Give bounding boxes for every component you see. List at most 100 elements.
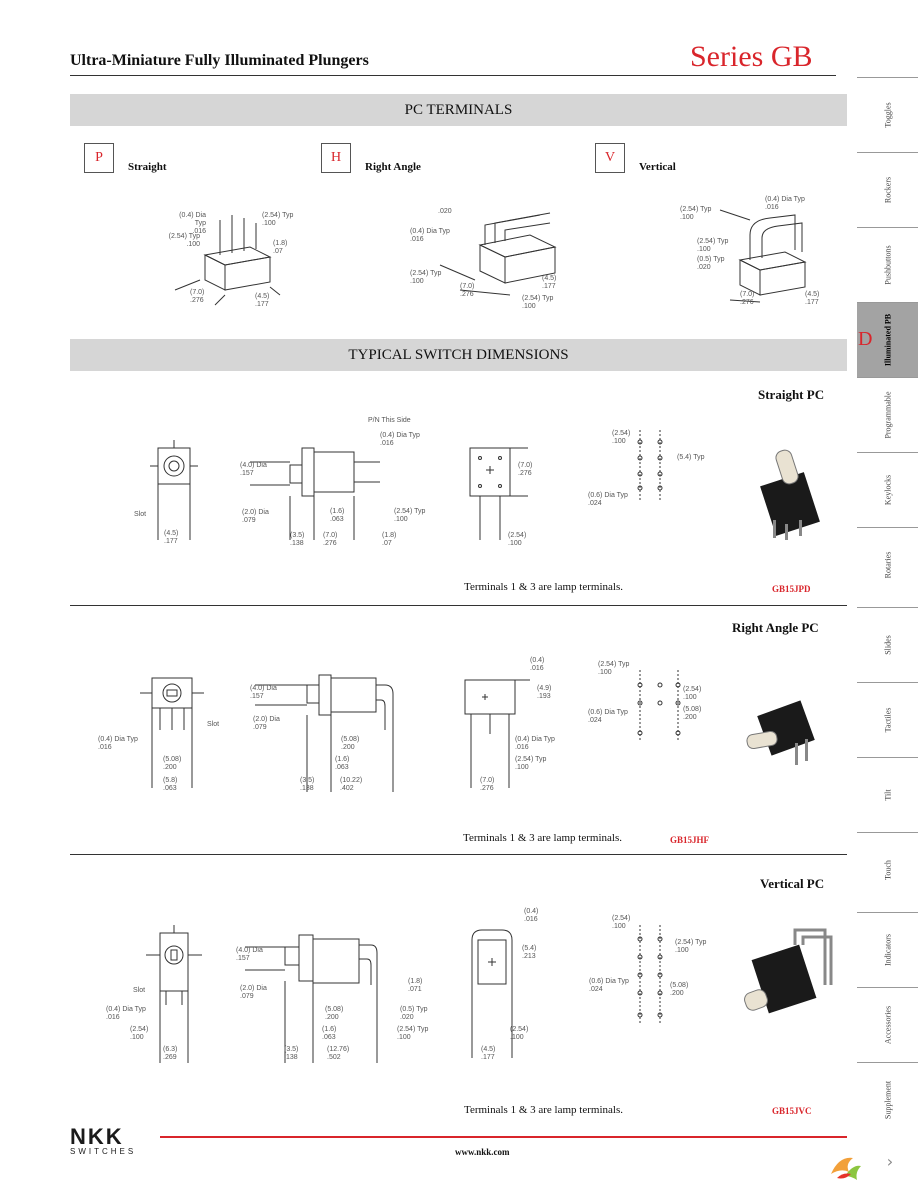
dim-label: .07 — [273, 248, 283, 255]
dim-label: .193 — [537, 693, 551, 700]
side-tab-touch[interactable]: Touch — [857, 832, 918, 908]
dim-label: .100 — [522, 303, 536, 310]
dim-label: (0.6) Dia Typ — [589, 978, 629, 985]
dim-label: (4.5) — [164, 530, 179, 537]
dim-label: Slot — [133, 987, 146, 994]
side-tab-rockers[interactable]: Rockers — [857, 152, 918, 228]
logo-wordmark: NKK — [70, 1124, 124, 1149]
dim-label: .100 — [410, 278, 424, 285]
dim-label: .079 — [242, 517, 256, 524]
dim-label: .402 — [340, 785, 354, 792]
side-tab-rotaries[interactable]: Rotaries — [857, 527, 918, 603]
dim-label: .024 — [589, 986, 603, 993]
dim-label: (2.54) Typ — [262, 212, 294, 219]
right-angle-top-view — [464, 679, 530, 788]
dim-label: .100 — [186, 241, 200, 248]
dim-label: (4.5) — [542, 275, 557, 282]
terminal-code-p: P — [84, 143, 114, 173]
dim-label: (2.54) — [130, 1026, 149, 1033]
vertical-top-view — [471, 929, 513, 1058]
dim-label: .200 — [341, 744, 355, 751]
side-tab-tactiles[interactable]: Tactiles — [857, 682, 918, 758]
side-tab-label: Pushbuttons — [883, 245, 893, 285]
dim-label: P/N This Side — [368, 417, 411, 424]
dim-label: (5.4) — [522, 945, 537, 952]
side-tab-indicators[interactable]: Indicators — [857, 912, 918, 988]
dim-label: (2.54) Typ — [410, 270, 442, 277]
terminal-label-right-angle: Right Angle — [365, 161, 421, 173]
side-tab-label: Programmable — [883, 391, 893, 439]
dim-label: .063 — [330, 516, 344, 523]
logo-subtitle: SWITCHES — [70, 1147, 137, 1156]
dim-label: (4.5) — [255, 293, 270, 300]
section-title-straight: Straight PC — [758, 387, 825, 402]
side-tab-label: Rotaries — [883, 551, 893, 579]
side-tab-label: Slides — [883, 635, 893, 655]
dim-label: (7.0) — [740, 291, 755, 298]
dim-label: (5.08) — [163, 756, 182, 763]
dim-label: (5.08) — [325, 1006, 344, 1013]
dim-label: (2.54) Typ — [397, 1026, 429, 1033]
dim-label: (3.5) — [290, 532, 305, 539]
dim-label: .177 — [542, 283, 556, 290]
dim-label: (7.0) — [460, 283, 475, 290]
dim-label: .200 — [325, 1014, 339, 1021]
dim-label: .138 — [284, 1054, 298, 1061]
terminal-label-straight: Straight — [128, 161, 167, 173]
title-rule — [70, 75, 836, 76]
dim-label: .020 — [697, 264, 711, 271]
side-tab-keylocks[interactable]: Keylocks — [857, 452, 918, 528]
side-tab-supplement[interactable]: Supplement — [857, 1062, 918, 1138]
side-tab-tilt[interactable]: Tilt — [857, 757, 918, 833]
dim-label: .200 — [163, 764, 177, 771]
dim-label: (5.8) — [163, 777, 178, 784]
dim-label: .016 — [524, 916, 538, 923]
dim-label: .020 — [438, 208, 452, 215]
side-tab-label: Illuminated PB — [883, 313, 893, 367]
dim-label: (5.08) — [341, 736, 360, 743]
dim-label: (7.0) — [518, 462, 533, 469]
dim-label: .276 — [460, 291, 474, 298]
side-tab-illuminated-pb[interactable]: Illuminated PB — [857, 302, 918, 378]
side-tab-accessories[interactable]: Accessories — [857, 987, 918, 1063]
bird-logo-icon — [831, 1157, 861, 1180]
straight-front-view — [150, 440, 198, 540]
side-tab-slides[interactable]: Slides — [857, 607, 918, 683]
side-tab-toggles[interactable]: Toggles — [857, 77, 918, 153]
dim-label: .071 — [408, 986, 422, 993]
dim-label: (2.0) Dia — [253, 716, 280, 723]
dim-label: (0.4) — [524, 908, 539, 915]
vertical-terminal-drawing — [719, 209, 807, 303]
dim-label: .200 — [670, 990, 684, 997]
side-tab-pushbuttons[interactable]: Pushbuttons — [857, 227, 918, 303]
dim-label: .063 — [335, 764, 349, 771]
dim-label: (0.4) Dia Typ — [765, 196, 805, 203]
part-number: GB15JVC — [772, 1106, 812, 1116]
dim-label: .100 — [680, 214, 694, 221]
lamp-terminal-note: Terminals 1 & 3 are lamp terminals. — [464, 1104, 623, 1116]
dim-label: (2.54) Typ — [697, 238, 729, 245]
website-url[interactable]: www.nkk.com — [455, 1147, 510, 1157]
straight-terminal-drawing — [174, 215, 281, 306]
dim-label: .177 — [255, 301, 269, 308]
dim-label: (0.4) Dia Typ — [380, 432, 420, 439]
side-tab-programmable[interactable]: Programmable — [857, 377, 918, 453]
dim-label: (0.4) Dia Typ — [98, 736, 138, 743]
dim-label: .502 — [327, 1054, 341, 1061]
dim-label: (1.8) — [408, 978, 423, 985]
dim-label: (7.0) — [323, 532, 338, 539]
dim-label: (2.0) Dia — [242, 509, 269, 516]
dim-label: .100 — [397, 1034, 411, 1041]
chevron-right-icon[interactable]: › — [886, 1152, 894, 1171]
side-tab-label: Indicators — [883, 934, 893, 966]
dim-label: (2.54) Typ — [680, 206, 712, 213]
footer-rule — [160, 1136, 847, 1138]
dim-label: .100 — [394, 516, 408, 523]
dim-label: (4.0) Dia — [240, 462, 267, 469]
active-section-letter: D — [858, 328, 873, 350]
terminal-code-v: V — [595, 143, 625, 173]
straight-top-view — [469, 447, 528, 540]
dim-label: .269 — [163, 1054, 177, 1061]
dim-label: (2.54) — [612, 430, 631, 437]
right-angle-product-photo — [746, 700, 815, 765]
